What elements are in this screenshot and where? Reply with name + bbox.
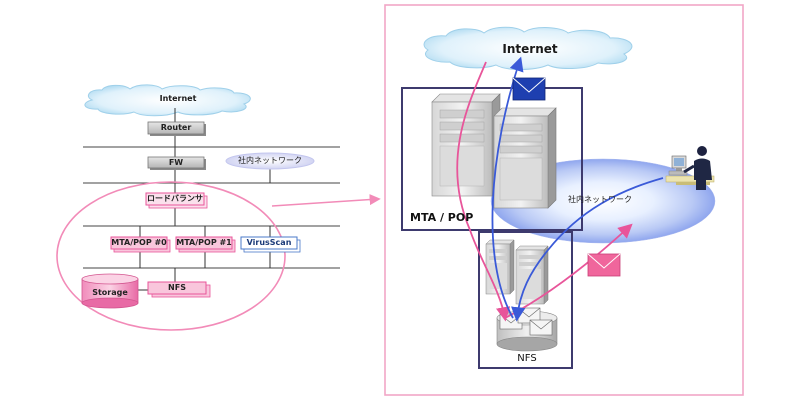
fw-label: FW xyxy=(168,158,184,167)
cluster-oval xyxy=(56,181,286,331)
detail-internet-label: Internet xyxy=(502,42,558,56)
storage-cylinder-bottom xyxy=(81,297,139,309)
virusscan-box xyxy=(240,236,298,250)
mta-server-front xyxy=(493,107,557,209)
storage-cylinder-top xyxy=(81,273,139,285)
intranet-label: 社内ネットワーク xyxy=(238,156,302,165)
mta-pop-label: MTA / POP xyxy=(410,211,474,224)
detail-intranet-label: 社内ネットワーク xyxy=(568,195,632,204)
desk-user-icon xyxy=(665,146,715,190)
detail-nfs-label: NFS xyxy=(517,353,537,364)
fw-box xyxy=(147,156,205,169)
load-balancer-box xyxy=(145,192,205,206)
pink-flow-in xyxy=(456,61,511,322)
blue-envelope-icon xyxy=(512,77,546,101)
blue-flow-out xyxy=(491,56,524,319)
virusscan-label: VirusScan xyxy=(246,238,292,247)
internet-cloud xyxy=(84,84,251,117)
detail-diagram xyxy=(384,4,744,396)
mta0-box xyxy=(110,236,168,250)
internet-label: Internet xyxy=(159,94,197,103)
router-box xyxy=(147,121,205,135)
nfs-frame xyxy=(478,231,573,369)
intranet-ellipse-small xyxy=(225,152,315,170)
overview-diagram xyxy=(56,84,381,331)
mta1-label: MTA/POP #1 xyxy=(176,238,232,247)
blue-flow-in xyxy=(511,177,664,322)
load-balancer-label: ロードバランサ xyxy=(147,194,203,203)
detail-internet-cloud xyxy=(423,26,633,70)
zoom-arrow xyxy=(271,193,381,207)
mta0-label: MTA/POP #0 xyxy=(111,238,167,247)
nfs-server-left xyxy=(485,239,515,295)
storage-label: Storage xyxy=(92,288,128,297)
mta1-box xyxy=(175,236,233,250)
router-label: Router xyxy=(160,123,192,132)
nfs-box xyxy=(147,281,207,295)
nfs-label: NFS xyxy=(168,283,186,292)
mta-server-back xyxy=(431,93,501,197)
pink-envelope-icon xyxy=(587,253,621,277)
